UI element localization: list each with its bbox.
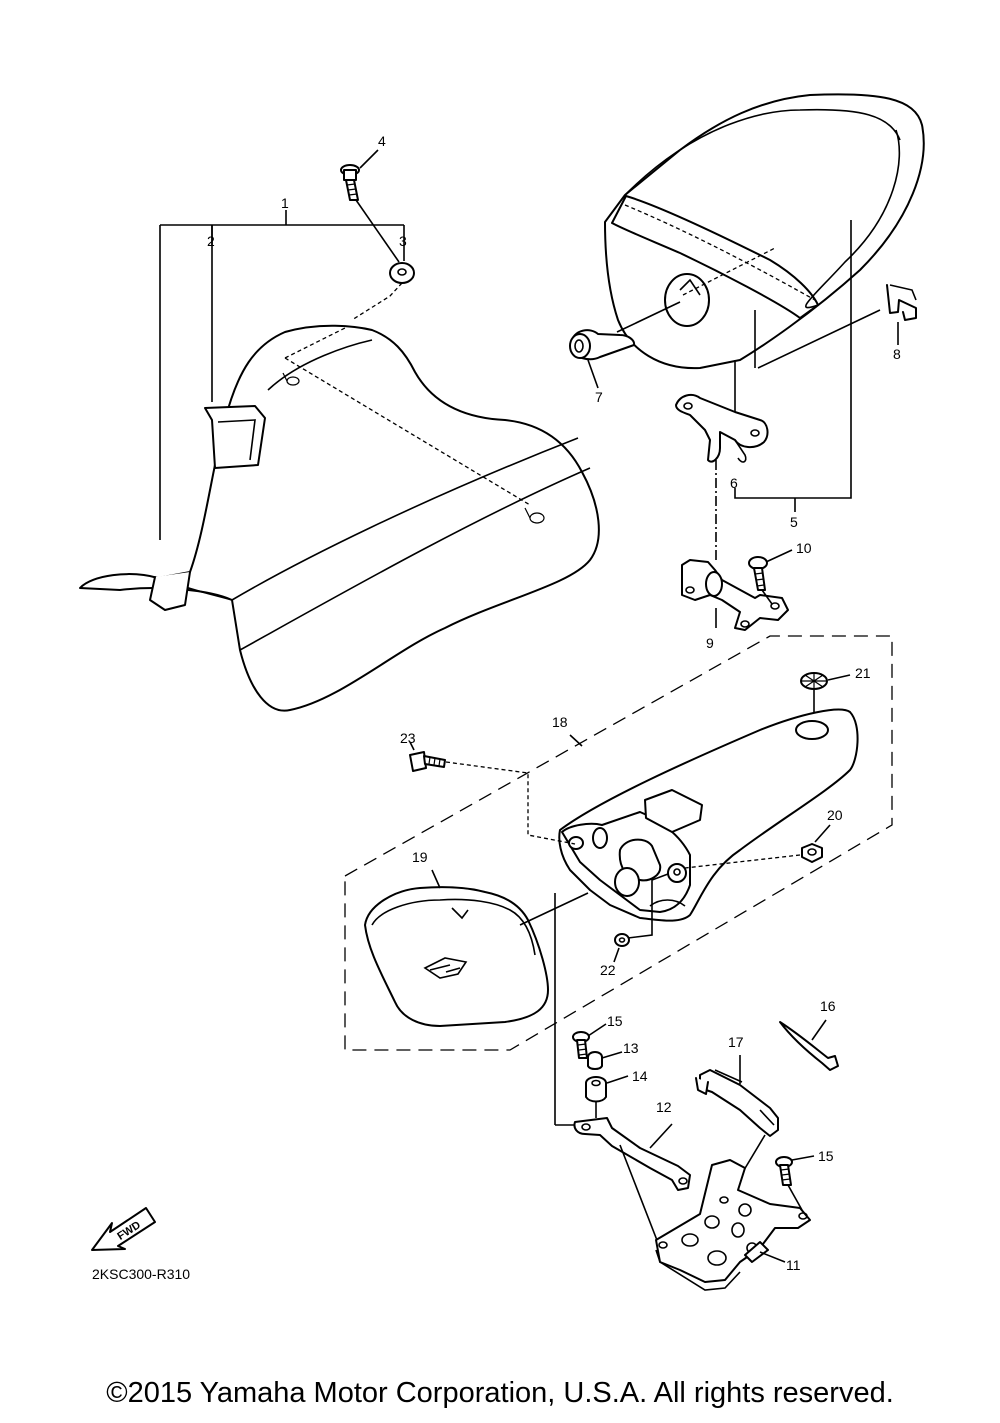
callout-2: 2 xyxy=(207,233,215,249)
seat-cowl-part-18[interactable] xyxy=(558,708,859,922)
callout-22: 22 xyxy=(600,962,616,978)
callout-18: 18 xyxy=(552,714,568,730)
leader-10-axis xyxy=(761,589,773,605)
callout-7: 7 xyxy=(595,389,603,405)
callout-8: 8 xyxy=(893,346,901,362)
diagram-code: 2KSC300-R310 xyxy=(92,1266,190,1282)
group-box-18 xyxy=(344,635,893,1051)
leader-bracket-5 xyxy=(734,220,852,512)
leader-15-lower-axis xyxy=(787,1184,803,1211)
washer-part-22[interactable] xyxy=(614,933,630,947)
leader-23 xyxy=(409,741,415,751)
plate-part-11[interactable] xyxy=(655,1159,811,1291)
leader-12-down xyxy=(619,1144,661,1249)
callout-15-lower: 15 xyxy=(818,1148,834,1164)
callout-21: 21 xyxy=(855,665,871,681)
rider-seat[interactable] xyxy=(79,324,600,712)
leader-15-upper xyxy=(587,1023,607,1037)
leader-19 xyxy=(431,869,441,889)
callout-1: 1 xyxy=(281,195,289,211)
leader-7-axis xyxy=(616,301,681,333)
callout-12: 12 xyxy=(656,1099,672,1115)
leader-bracket-1 xyxy=(159,224,405,540)
dash-3 xyxy=(351,282,403,321)
bolt-part-23[interactable] xyxy=(409,751,446,772)
bolt-part-4[interactable] xyxy=(340,164,360,201)
lock-part-7[interactable] xyxy=(569,329,636,361)
leader-19-axis xyxy=(519,892,589,926)
leader-21 xyxy=(827,674,851,681)
leader-14 xyxy=(606,1075,629,1084)
callout-4: 4 xyxy=(378,133,386,149)
damper-part-14[interactable] xyxy=(585,1076,607,1103)
leader-7 xyxy=(587,359,599,389)
copyright-notice: ©2015 Yamaha Motor Corporation, U.S.A. A… xyxy=(106,1377,894,1409)
callout-9: 9 xyxy=(706,635,714,651)
fwd-arrow-icon: FWD xyxy=(91,1207,156,1251)
leader-16 xyxy=(811,1019,827,1041)
leader-12 xyxy=(649,1123,673,1149)
bolt-part-15-upper[interactable] xyxy=(572,1031,590,1059)
callout-14: 14 xyxy=(632,1068,648,1084)
callout-11: 11 xyxy=(786,1257,801,1273)
callout-6: 6 xyxy=(730,475,738,491)
leader-11 xyxy=(759,1251,786,1263)
hook-part-6[interactable] xyxy=(675,393,769,463)
callout-16: 16 xyxy=(820,998,836,1014)
leader-15-lower xyxy=(791,1155,815,1161)
seat-pad-part-2[interactable] xyxy=(204,405,266,469)
callout-10: 10 xyxy=(796,540,812,556)
leader-22 xyxy=(613,947,620,963)
callout-15-upper: 15 xyxy=(607,1013,623,1029)
leader-4-axis xyxy=(355,199,400,263)
dash-23 xyxy=(445,761,576,845)
emblem-pad-part-19[interactable] xyxy=(364,886,549,1027)
leader-4 xyxy=(359,149,379,169)
hinge-part-9[interactable] xyxy=(681,559,789,631)
stay-part-17[interactable] xyxy=(695,1069,779,1137)
passenger-seat-part-5[interactable] xyxy=(604,93,925,370)
cable-tie-part-16[interactable] xyxy=(779,1021,839,1071)
cap-part-21[interactable] xyxy=(800,672,828,690)
bolt-part-10[interactable] xyxy=(748,556,768,591)
leader-18 xyxy=(569,734,583,747)
callout-17: 17 xyxy=(728,1034,744,1050)
callout-13: 13 xyxy=(623,1040,639,1056)
callout-23: 23 xyxy=(400,730,416,746)
bolt-part-15-lower[interactable] xyxy=(775,1156,793,1186)
leader-10 xyxy=(765,549,793,563)
bracket-part-12[interactable] xyxy=(573,1117,691,1191)
callout-19: 19 xyxy=(412,849,428,865)
leader-22-axis xyxy=(627,873,669,939)
leader-8-axis xyxy=(757,309,881,369)
dash-20 xyxy=(684,854,801,869)
nut-part-20[interactable] xyxy=(801,843,823,863)
leader-13 xyxy=(601,1051,623,1059)
callout-3: 3 xyxy=(399,233,407,249)
callout-5: 5 xyxy=(790,514,798,530)
collar-part-13[interactable] xyxy=(587,1051,603,1070)
callout-20: 20 xyxy=(827,807,843,823)
clip-part-8[interactable] xyxy=(886,284,917,321)
grommet-part-3[interactable] xyxy=(389,262,415,284)
leader-20 xyxy=(814,824,831,843)
